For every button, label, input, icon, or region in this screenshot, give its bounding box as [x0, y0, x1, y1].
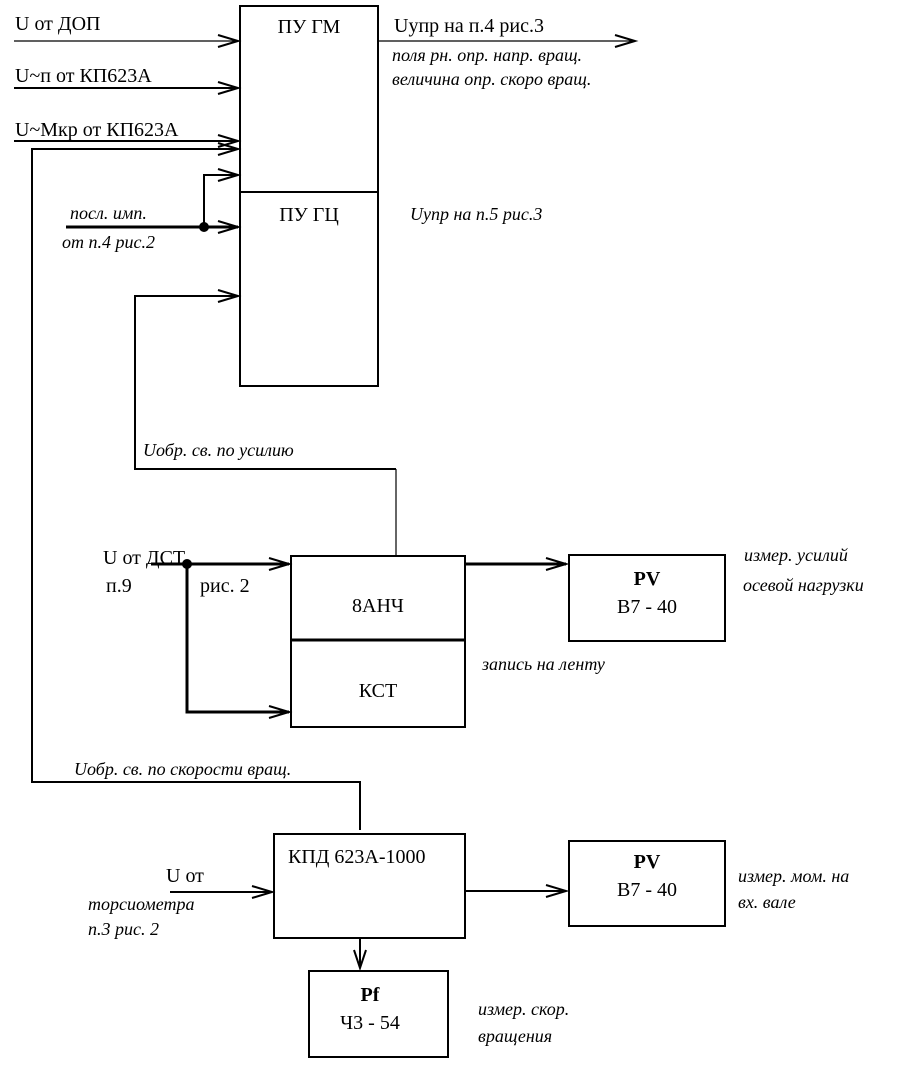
input-pulses: посл. имп. от п.4 рис.2 — [62, 168, 242, 252]
arrow-icon — [217, 81, 242, 95]
arrow-icon — [614, 34, 639, 48]
pv1-note-1: измер. усилий — [744, 545, 848, 565]
feedback-force-line: Uобр. св. по усилию — [134, 289, 397, 556]
arrow-icon — [268, 557, 293, 571]
pv2-title: PV — [634, 851, 661, 873]
output-u-upr-4-label: Uупр на п.4 рис.3 — [394, 15, 544, 37]
pv2-note-1: измер. мом. на — [738, 866, 849, 886]
input-tors-label-1: U от — [166, 865, 204, 887]
input-tors-label-3: п.3 рис. 2 — [88, 919, 159, 939]
pv2-model: В7 - 40 — [617, 879, 677, 901]
input-u-n-label: U~п от КП623А — [15, 65, 152, 87]
kpd-block — [273, 833, 466, 939]
anch-to-pv1 — [465, 557, 570, 571]
arrow-icon — [545, 884, 570, 898]
pv1-title: PV — [634, 568, 661, 590]
arrow-icon — [251, 885, 276, 899]
pf-model: Ч3 - 54 — [340, 1012, 400, 1034]
arrow-icon — [217, 220, 242, 234]
pv1-block — [568, 554, 726, 642]
arrow-icon — [217, 168, 242, 182]
pu-block — [239, 5, 379, 387]
input-dst-label-1: U от ДСТ — [103, 547, 185, 569]
output-u-upr-5-label: Uупр на п.5 рис.3 — [410, 204, 542, 224]
input-u-mkr-label: U~Мкр от КП623А — [15, 119, 179, 141]
input-u-mkr: U~Мкр от КП623А — [14, 119, 242, 148]
arrow-icon — [353, 949, 367, 972]
arrow-icon — [217, 34, 242, 48]
junction-dot — [182, 559, 192, 569]
arrow-icon — [545, 557, 570, 571]
output-u-upr-4-note-2: величина опр. скоро вращ. — [392, 69, 591, 89]
arrow-icon — [268, 705, 293, 719]
feedback-force-label: Uобр. св. по усилию — [143, 440, 294, 460]
kpd-to-pv2 — [465, 884, 570, 898]
anch-label: 8АНЧ — [352, 595, 404, 617]
output-u-upr-4: Uупр на п.4 рис.3 поля рн. опр. напр. вр… — [378, 15, 639, 89]
pf-note-2: вращения — [478, 1026, 552, 1046]
input-dst-label-3: рис. 2 — [200, 575, 250, 597]
input-pulses-label-2: от п.4 рис.2 — [62, 232, 155, 252]
input-u-dop-label: U от ДОП — [15, 13, 100, 35]
pf-block — [308, 970, 449, 1058]
input-pulses-label-1: посл. имп. — [70, 203, 147, 223]
pf-note-1: измер. скор. — [478, 999, 569, 1019]
input-dst: U от ДСТ п.9 рис. 2 — [103, 547, 293, 719]
pv2-block — [568, 840, 726, 927]
input-u-dop: U от ДОП — [14, 13, 242, 48]
output-u-upr-4-note-1: поля рн. опр. напр. вращ. — [392, 45, 582, 65]
feedback-speed-label: Uобр. св. по скорости вращ. — [74, 759, 291, 779]
pu-gc-label: ПУ ГЦ — [279, 204, 339, 226]
kpd-to-pf — [353, 938, 367, 972]
kpd-label: КПД 623А-1000 — [288, 846, 426, 868]
pv2-note-2: вх. вале — [738, 892, 796, 912]
input-dst-label-2: п.9 — [106, 575, 132, 597]
pu-gm-label: ПУ ГМ — [278, 16, 341, 38]
arrow-icon — [217, 142, 242, 156]
input-u-n: U~п от КП623А — [14, 65, 242, 95]
feedback-speed-line: Uобр. св. по скорости вращ. — [31, 142, 361, 830]
kst-label: КСТ — [359, 680, 397, 702]
pv1-note-2: осевой нагрузки — [743, 575, 864, 595]
arrow-icon — [217, 289, 242, 303]
pv1-model: В7 - 40 — [617, 596, 677, 618]
input-torsiometer: U от торсиометра п.3 рис. 2 — [88, 865, 276, 939]
input-tors-label-2: торсиометра — [88, 894, 195, 914]
tape-note: запись на ленту — [481, 654, 605, 674]
junction-dot — [199, 222, 209, 232]
pf-title: Pf — [361, 984, 380, 1006]
